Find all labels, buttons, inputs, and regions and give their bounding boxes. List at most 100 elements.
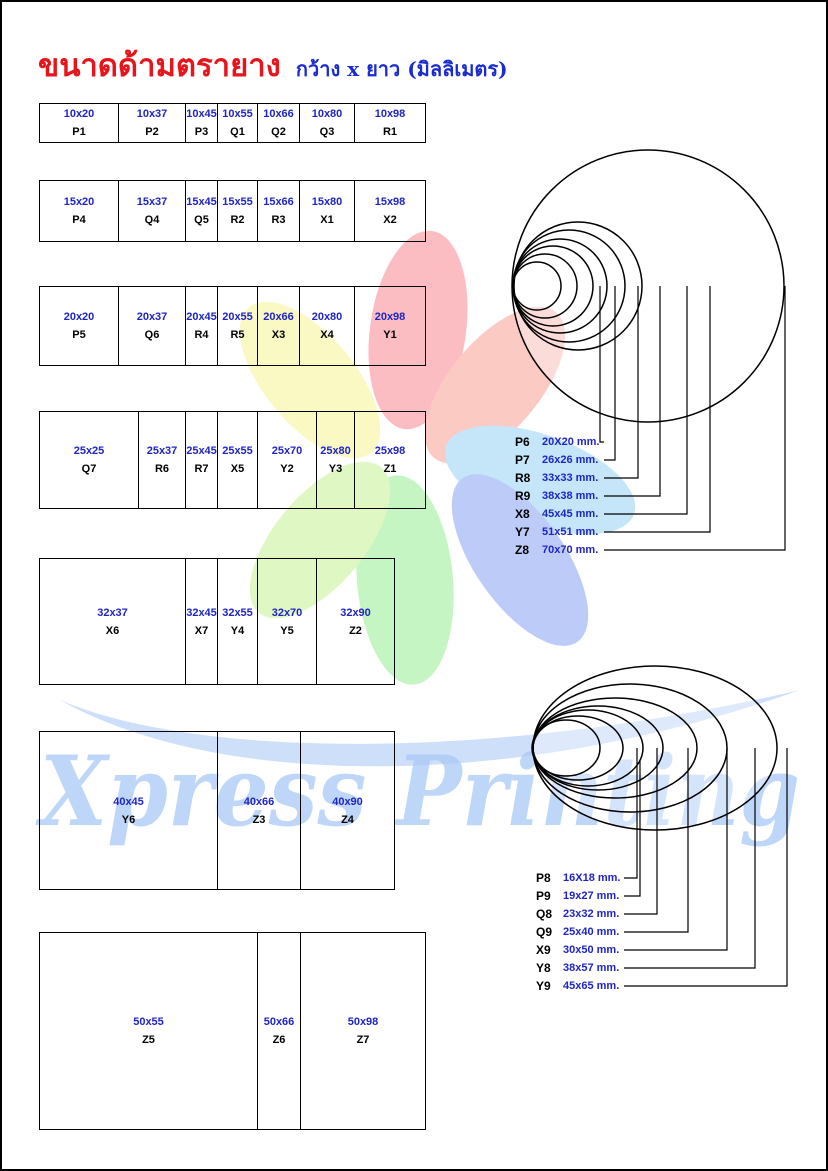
oval-leader-lines xyxy=(624,748,788,987)
cell-code: Y2 xyxy=(280,463,294,475)
circle-z8[interactable] xyxy=(511,149,785,423)
cell-code: X7 xyxy=(194,624,209,637)
legend-size: 16X18 mm. xyxy=(563,872,621,884)
cell-size: 10x98 xyxy=(374,108,406,120)
legend-code: Y9 xyxy=(536,979,551,993)
cell-size: 25x25 xyxy=(73,445,105,457)
cell-code: Z6 xyxy=(272,1034,286,1046)
cell-code: Y1 xyxy=(383,329,397,341)
legend-code: R9 xyxy=(515,489,531,503)
cell-size: 25x70 xyxy=(271,445,303,457)
leader-line-y9 xyxy=(624,748,788,987)
legend-size: 45x65 mm. xyxy=(563,980,620,992)
cell-size: 20x98 xyxy=(374,311,406,323)
circle-p6[interactable] xyxy=(512,261,562,311)
cell-code: Z1 xyxy=(383,463,397,475)
oval-p9[interactable] xyxy=(532,715,624,781)
petal-green xyxy=(356,475,454,685)
cell-code: P4 xyxy=(72,214,86,226)
cell-code: Y3 xyxy=(328,463,343,475)
legend-code: X8 xyxy=(515,507,530,521)
cell-code: Q7 xyxy=(81,463,97,475)
legend-size: 30x50 mm. xyxy=(563,944,620,956)
cell-size: 10x66 xyxy=(263,108,294,120)
cell-code: Z5 xyxy=(142,1034,155,1046)
cell-size: 32x45 xyxy=(186,606,217,619)
leader-line-z8 xyxy=(604,286,786,551)
title-main: ขนาดด้ามตรายาง xyxy=(38,48,281,84)
legend-size: 38x38 mm. xyxy=(542,490,599,502)
cell-size: 40x66 xyxy=(243,795,275,808)
legend-size: 70x70 mm. xyxy=(542,544,599,556)
legend-size: 38x57 mm. xyxy=(563,962,620,974)
circle-leader-lines xyxy=(599,286,786,551)
legend-size: 33x33 mm. xyxy=(542,472,599,484)
cell-code: X6 xyxy=(105,624,120,637)
cell-code: P5 xyxy=(72,329,86,341)
cell-code: Y4 xyxy=(230,624,245,637)
oval-y9[interactable] xyxy=(532,665,778,831)
cell-size: 32x37 xyxy=(97,606,128,619)
cell-size: 20x20 xyxy=(63,311,95,323)
circle-y7[interactable] xyxy=(513,221,643,351)
cell-size: 40x45 xyxy=(113,795,144,808)
cell-size: 15x66 xyxy=(263,196,294,208)
legend-size: 26x26 mm. xyxy=(542,454,599,466)
cell-size: 25x55 xyxy=(222,445,253,457)
legend-size: 20X20 mm. xyxy=(542,436,600,448)
legend-size: 23x32 mm. xyxy=(563,908,620,920)
leader-line-y7 xyxy=(604,286,711,533)
cell-size: 32x90 xyxy=(340,606,371,619)
legend-code: P8 xyxy=(536,871,551,885)
oval-p8[interactable] xyxy=(531,719,601,777)
leader-line-x9 xyxy=(624,748,728,951)
cell-code: R4 xyxy=(194,329,209,341)
legend-code: Q8 xyxy=(536,907,553,921)
cell-size: 15x37 xyxy=(136,196,168,208)
legend-code: Z8 xyxy=(515,543,530,557)
